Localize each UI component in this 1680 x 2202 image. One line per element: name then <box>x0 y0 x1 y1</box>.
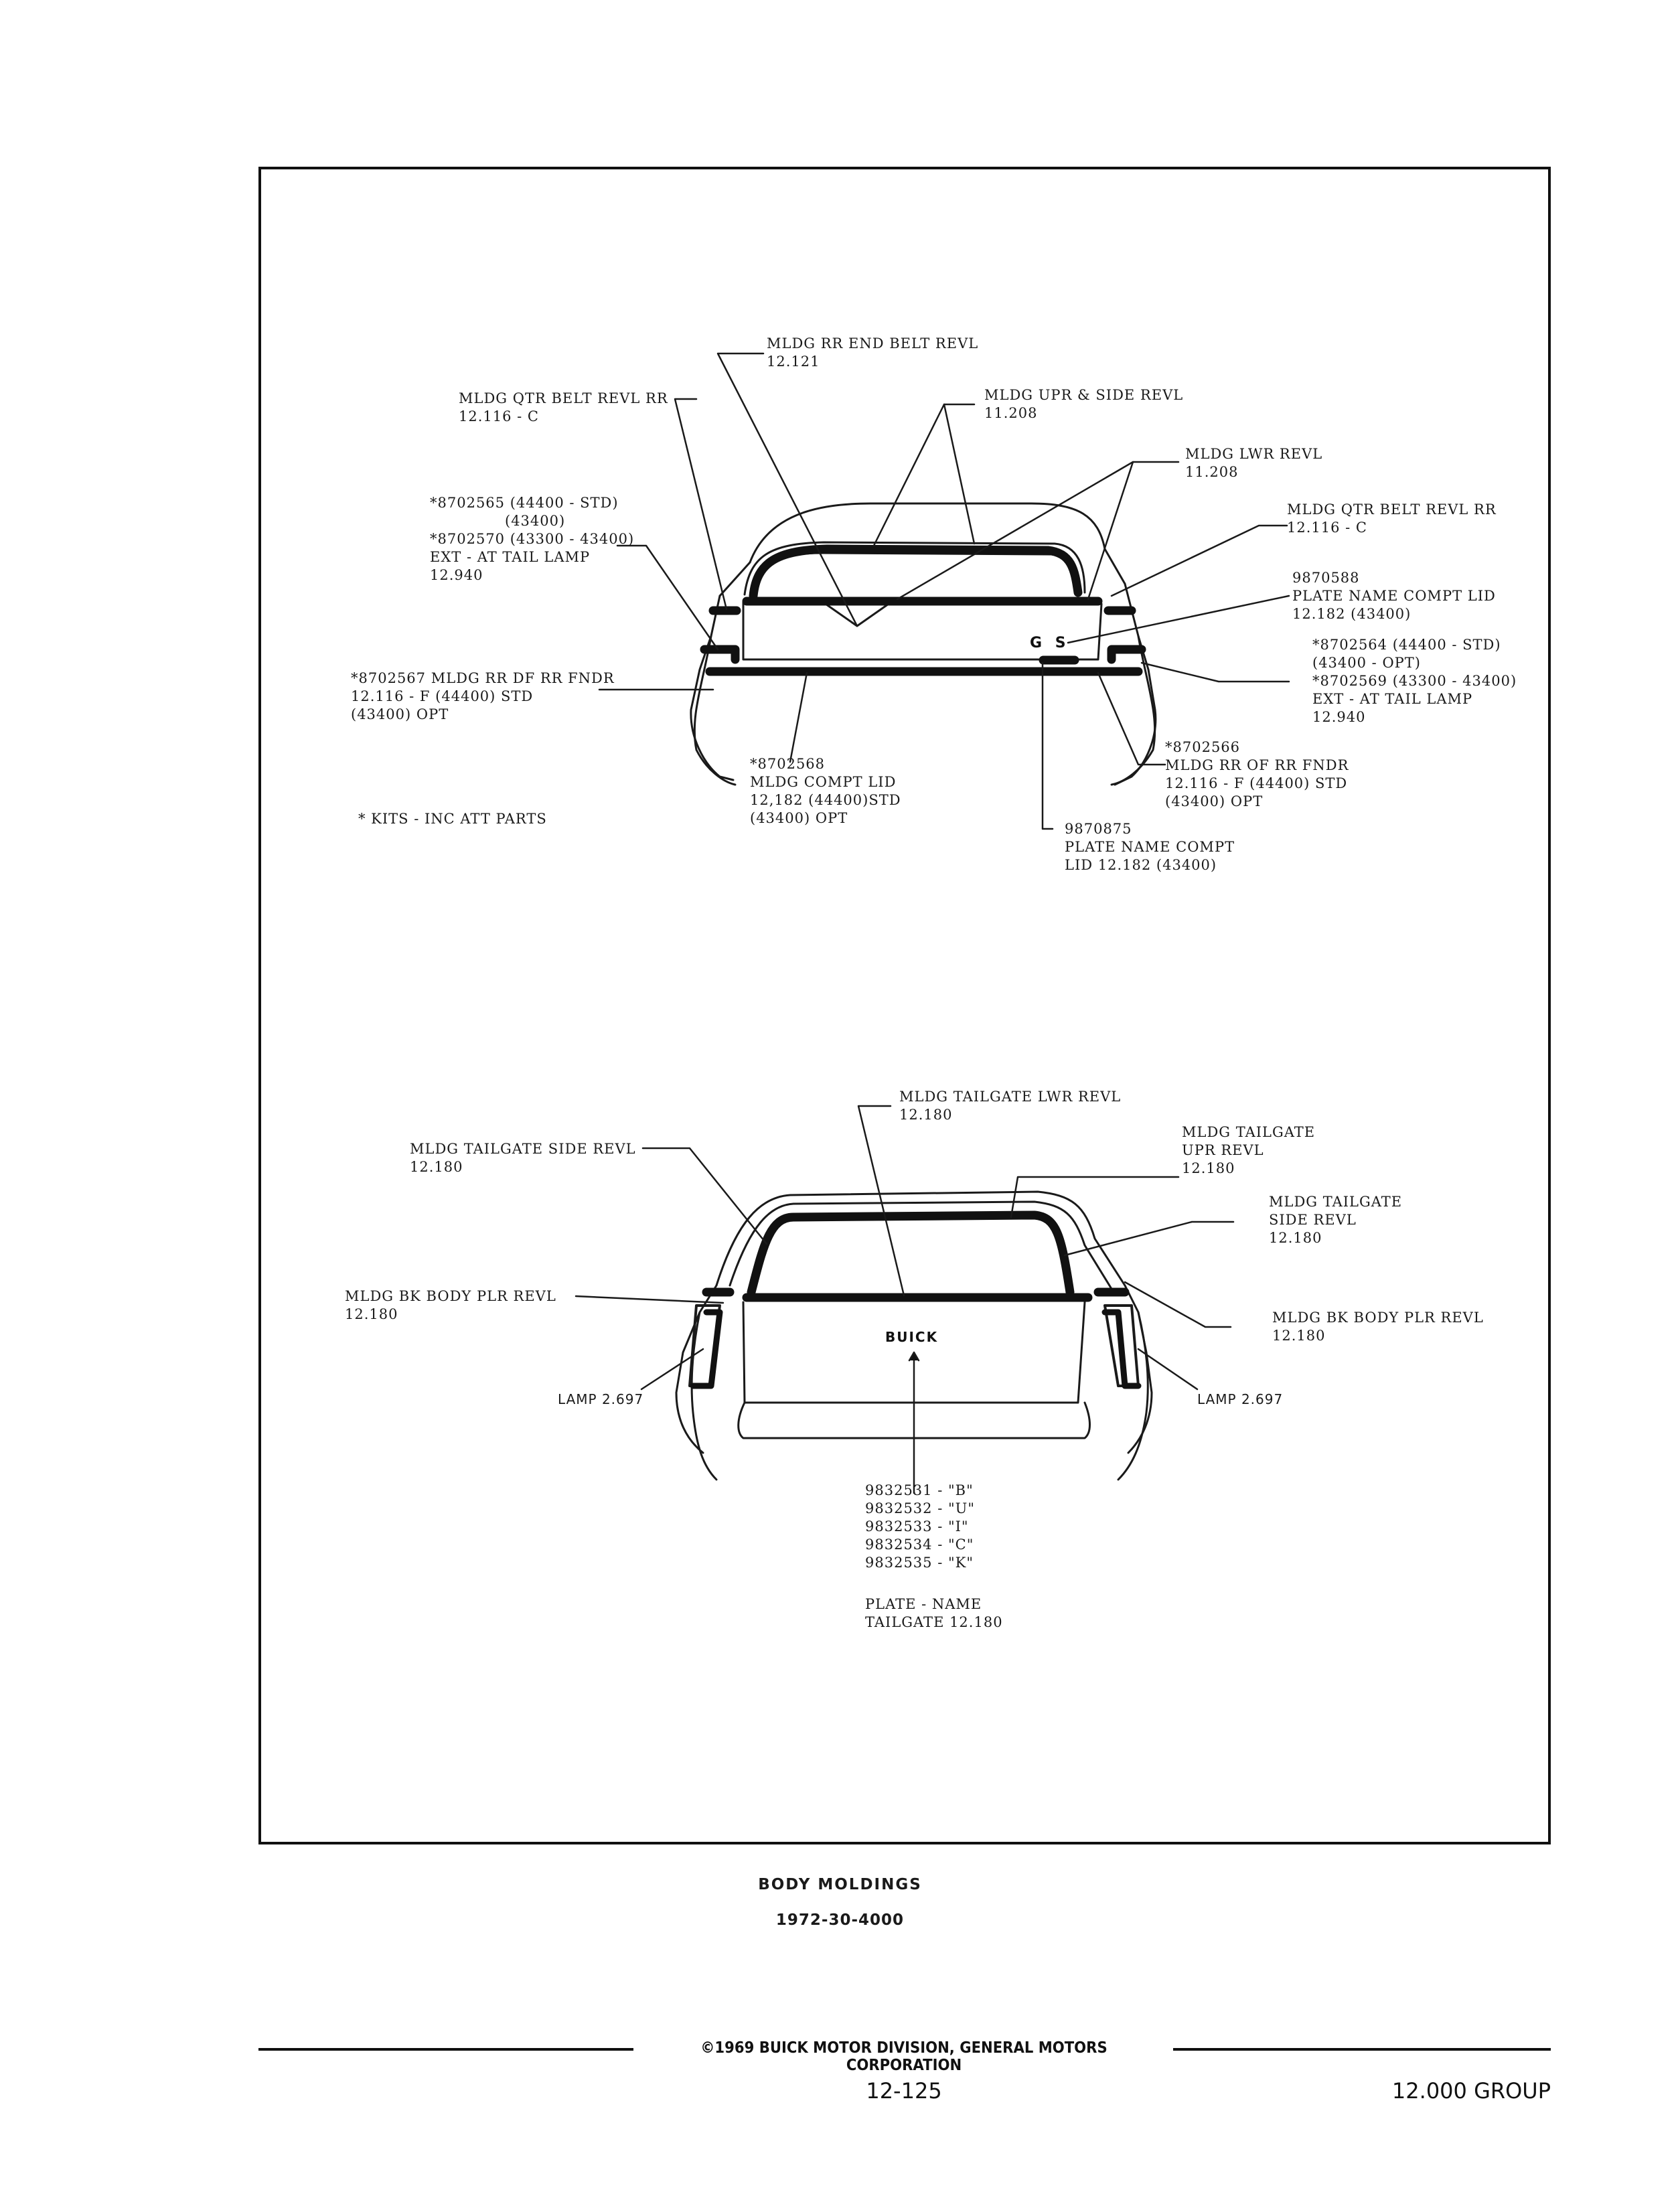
label-ext-left: *8702565 (44400 - STD) (43400) *8702570 … <box>430 495 635 583</box>
footer-rule-right <box>1173 2048 1551 2051</box>
label-lwr-revl: MLDG LWR REVL 11.208 <box>1185 446 1323 480</box>
buick-emblem: BUICK <box>885 1329 939 1345</box>
label-upr-side: MLDG UPR & SIDE REVL 11.208 <box>984 387 1184 421</box>
group-label: 12.000 GROUP <box>1391 2078 1551 2104</box>
label-qtr-belt-right: MLDG QTR BELT REVL RR 12.116 - C <box>1287 501 1497 536</box>
label-lamp-right: LAMP 2.697 <box>1197 1391 1284 1407</box>
label-plate-name: PLATE - NAME TAILGATE 12.180 <box>865 1596 1003 1630</box>
label-tailgate-lwr: MLDG TAILGATE LWR REVL 12.180 <box>899 1089 1122 1123</box>
label-tailgate-upr: MLDG TAILGATE UPR REVL 12.180 <box>1182 1124 1316 1176</box>
label-bk-plr-right: MLDG BK BODY PLR REVL 12.180 <box>1272 1310 1484 1344</box>
footer-rule-left <box>258 2048 633 2051</box>
label-compt-lid: *8702568 MLDG COMPT LID 12,182 (44400)ST… <box>750 756 901 826</box>
label-qtr-belt-left: MLDG QTR BELT REVL RR 12.116 - C <box>459 390 668 424</box>
label-rr-df-fndr: *8702567 MLDG RR DF RR FNDR 12.116 - F (… <box>351 670 615 722</box>
label-plate-gs-upper: 9870588 PLATE NAME COMPT LID 12.182 (434… <box>1292 570 1496 622</box>
label-ext-right: *8702564 (44400 - STD) (43400 - OPT) *87… <box>1312 637 1517 725</box>
diagram-frame <box>258 167 1551 1844</box>
gs-emblem: G S <box>1030 635 1070 651</box>
leaders-top <box>598 352 1290 830</box>
label-tailgate-side-left: MLDG TAILGATE SIDE REVL 12.180 <box>410 1141 636 1175</box>
kits-note: * KITS - INC ATT PARTS <box>358 811 547 827</box>
moldings-bottom <box>690 1210 1142 1389</box>
copyright: ©1969 BUICK MOTOR DIVISION, GENERAL MOTO… <box>700 2039 1108 2074</box>
label-tailgate-side-right: MLDG TAILGATE SIDE REVL 12.180 <box>1269 1194 1403 1246</box>
moldings-top <box>700 544 1146 676</box>
caption-code: 1972-30-4000 <box>775 1911 905 1929</box>
leaders-bottom <box>575 1105 1235 1494</box>
caption-title: BODY MOLDINGS <box>758 1876 922 1893</box>
label-rr-of-fndr: *8702566 MLDG RR OF RR FNDR 12.116 - F (… <box>1165 739 1349 809</box>
label-plate-gs-lower: 9870875 PLATE NAME COMPT LID 12.182 (434… <box>1065 821 1235 873</box>
page-number: 12-125 <box>866 2078 942 2104</box>
label-lamp-left: LAMP 2.697 <box>558 1391 644 1407</box>
label-bk-plr-left: MLDG BK BODY PLR REVL 12.180 <box>345 1288 556 1322</box>
label-plate-parts: 9832531 - "B" 9832532 - "U" 9832533 - "I… <box>865 1482 975 1571</box>
label-end-belt: MLDG RR END BELT REVL 12.121 <box>767 335 979 370</box>
